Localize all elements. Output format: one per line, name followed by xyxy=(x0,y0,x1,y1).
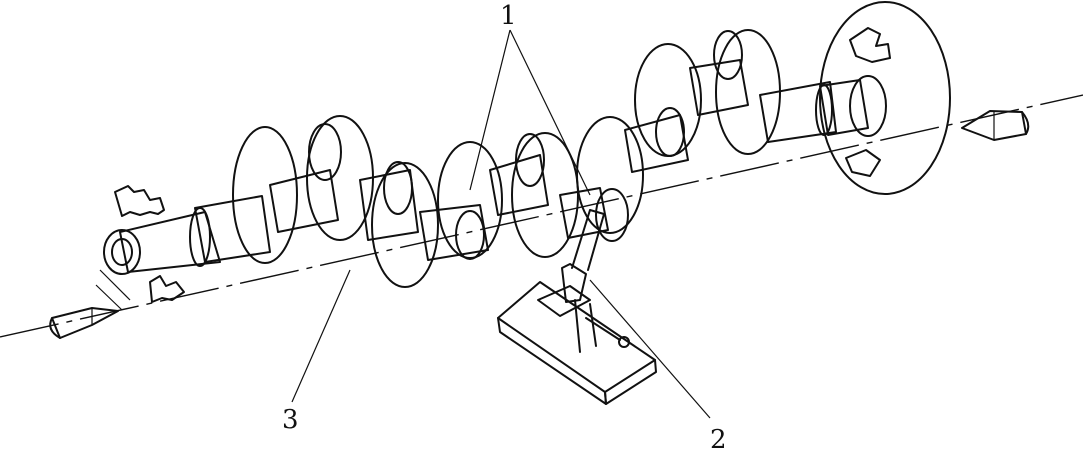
label-axis: 3 xyxy=(282,405,299,435)
shaft-left-end xyxy=(103,195,271,275)
crank-web-4 xyxy=(437,141,549,260)
crank-web-8 xyxy=(713,29,837,155)
label-tool: 2 xyxy=(710,425,727,454)
left-center-point xyxy=(49,307,119,339)
right-chuck xyxy=(819,1,951,195)
left-chuck-jaw xyxy=(95,185,185,311)
label-journals: 1 xyxy=(500,1,517,31)
crank-web-1 xyxy=(232,126,339,264)
crank-web-3 xyxy=(371,161,489,288)
grinding-tool xyxy=(497,209,657,405)
crank-web-7 xyxy=(634,43,749,157)
crank-web-2 xyxy=(306,115,419,241)
crank-web-6 xyxy=(576,114,689,242)
rotation-axis xyxy=(0,94,1083,338)
crank-web-5 xyxy=(511,132,609,258)
right-center-point xyxy=(961,110,1030,141)
callout-leaders xyxy=(291,29,711,419)
